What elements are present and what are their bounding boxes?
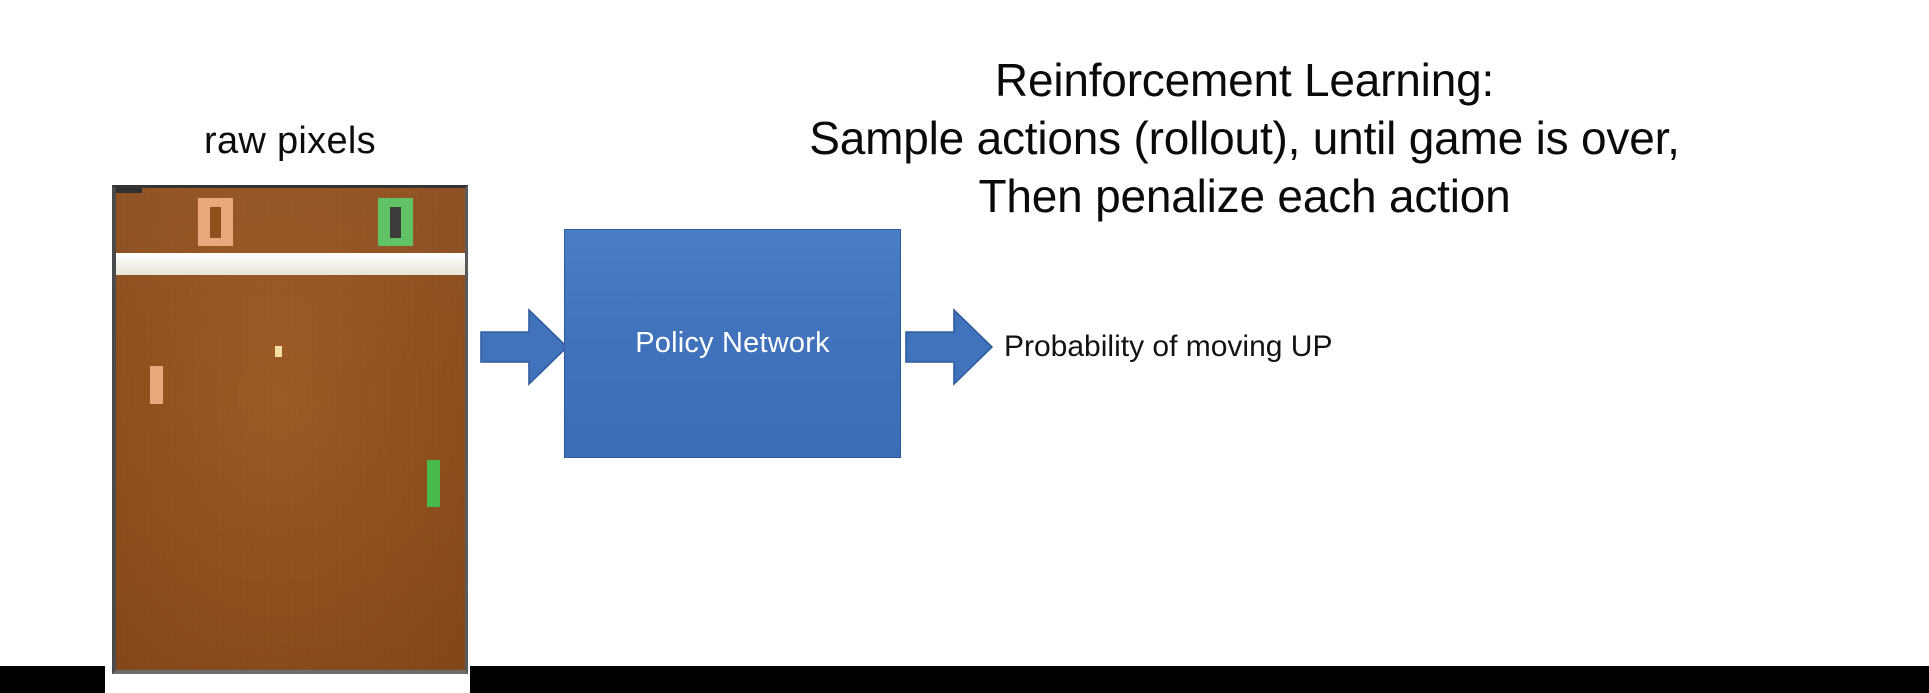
title-line-2: Sample actions (rollout), until game is … <box>809 111 1680 164</box>
pong-score-divider <box>116 253 465 275</box>
pong-ball <box>275 346 282 357</box>
title-line-1: Reinforcement Learning: <box>994 54 1495 106</box>
right-arrow-icon <box>480 308 568 386</box>
pong-score-right-digit-hole <box>390 207 401 238</box>
pong-paddle-right <box>427 460 440 507</box>
slide-title: Reinforcement Learning: Sample actions (… <box>560 52 1929 226</box>
pong-paddle-left <box>150 366 163 404</box>
pong-game-screenshot <box>112 185 468 674</box>
policy-network-label: Policy Network <box>635 327 830 359</box>
letterbox-bar-left <box>0 666 105 693</box>
pong-score-left-digit-hole <box>210 207 221 238</box>
output-probability-label: Probability of moving UP <box>1004 330 1333 363</box>
pong-corner-notch <box>116 188 142 193</box>
raw-pixels-caption: raw pixels <box>204 120 376 162</box>
letterbox-bar-right <box>470 666 1929 693</box>
pong-score-left <box>198 198 233 246</box>
pong-score-right <box>378 198 413 246</box>
title-line-3: Then penalize each action <box>978 169 1511 222</box>
right-arrow-icon <box>905 308 993 386</box>
policy-network-box[interactable]: Policy Network <box>564 229 901 458</box>
